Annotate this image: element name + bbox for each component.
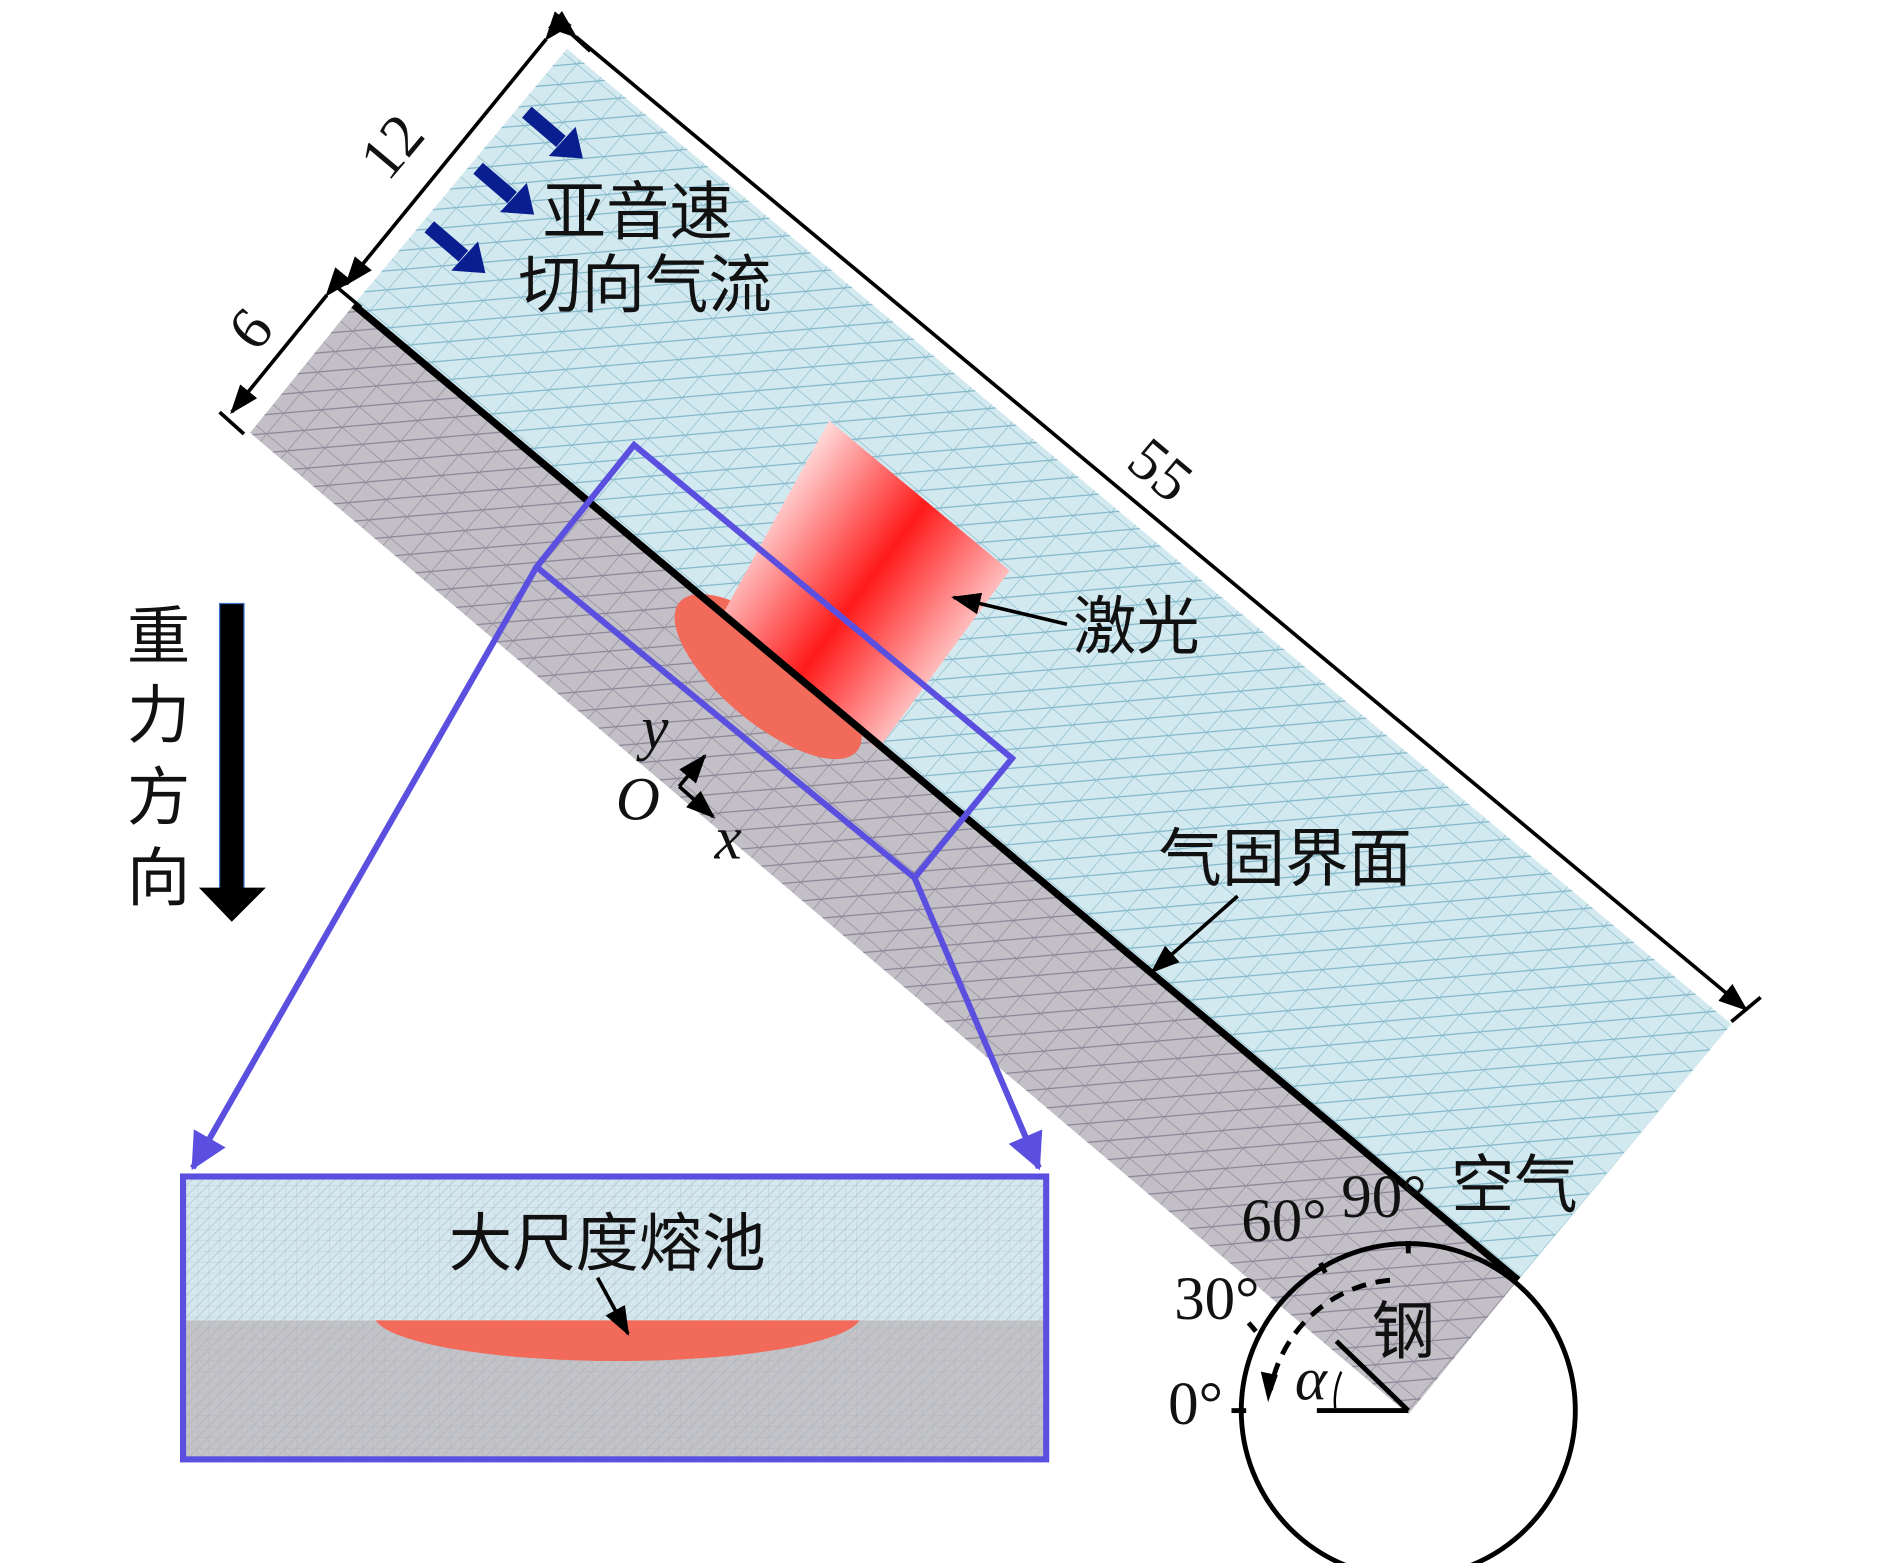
length-label: 55 bbox=[1115, 425, 1205, 515]
alpha-label: α bbox=[1295, 1347, 1328, 1414]
dimension-lines bbox=[218, 10, 1762, 1024]
angle-0-label: 0° bbox=[1168, 1371, 1223, 1438]
air-thickness-label: 12 bbox=[347, 102, 437, 192]
gravity-label-1: 重 bbox=[127, 599, 190, 673]
gravity-label-3: 方 bbox=[127, 760, 190, 834]
coordinate-axes bbox=[677, 754, 716, 819]
angle-30-label: 30° bbox=[1174, 1266, 1259, 1333]
interface-label: 气固界面 bbox=[1158, 821, 1412, 895]
interface-arrow bbox=[1150, 894, 1239, 974]
angle-arrow-head bbox=[1260, 1371, 1278, 1403]
axis-x-label: x bbox=[714, 805, 742, 872]
origin-label: O bbox=[616, 766, 660, 833]
melt-pool-label: 大尺度熔池 bbox=[449, 1207, 766, 1281]
airflow-arrows bbox=[424, 106, 583, 274]
air-label: 空气 bbox=[1451, 1148, 1578, 1222]
gravity-label-2: 力 bbox=[127, 679, 190, 753]
zoom-line-left bbox=[190, 565, 540, 1171]
angle-60-label: 60° bbox=[1241, 1188, 1326, 1255]
gravity-arrow bbox=[198, 602, 266, 922]
melt-pool-inset: 大尺度熔池 bbox=[179, 1173, 1050, 1463]
flow-label-line2: 切向气流 bbox=[518, 248, 771, 322]
angle-90-label: 90° bbox=[1341, 1164, 1426, 1231]
laser-label: 激光 bbox=[1073, 590, 1200, 664]
melt-pool-arrow bbox=[595, 1276, 630, 1336]
gravity-label-4: 向 bbox=[127, 841, 190, 915]
steel-thickness-label: 6 bbox=[216, 296, 287, 362]
flow-label-line1: 亚音速 bbox=[543, 175, 733, 249]
axis-y-label: y bbox=[635, 696, 669, 763]
steel-label: 钢 bbox=[1372, 1294, 1435, 1368]
laser-arrow bbox=[951, 592, 1068, 627]
angle-indicator bbox=[1231, 1241, 1411, 1414]
